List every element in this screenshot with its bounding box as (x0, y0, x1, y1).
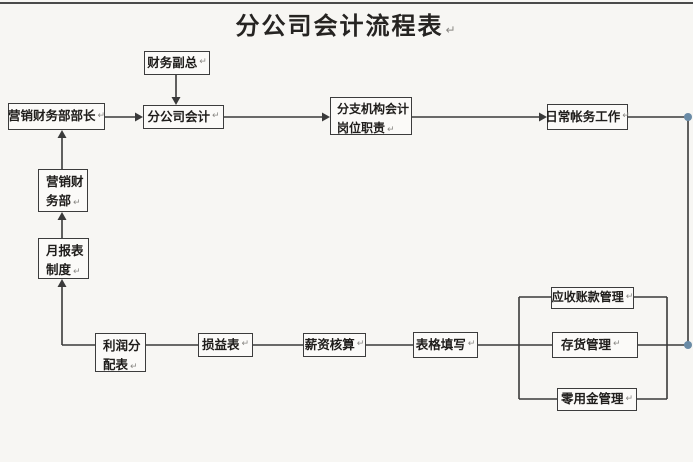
paragraph-mark: ↵ (97, 110, 106, 121)
node-form-filling: 表格填写↵ (413, 332, 478, 358)
node-marketing-finance-dept: 营销财务部↵ (38, 169, 88, 212)
paragraph-mark: ↵ (199, 57, 207, 68)
paragraph-mark: ↵ (356, 339, 365, 350)
paragraph-mark: ↵ (73, 267, 81, 278)
node-branch-accounting-job-duties: 分支机构会计岗位职责↵ (330, 97, 412, 135)
paragraph-mark: ↵ (130, 362, 138, 373)
flow-lines (61, 74, 689, 400)
connection-handle-dots (684, 113, 692, 349)
node-income-statement: 损益表↵ (198, 333, 253, 357)
node-inventory-mgmt: 存货管理↵ (552, 332, 638, 358)
node-monthly-report-system: 月报表制度↵ (38, 238, 89, 279)
paragraph-mark: ↵ (625, 393, 634, 404)
node-daily-bookkeeping: 日常帐务工作↵ (545, 104, 630, 130)
connection-handle-bottom (684, 341, 692, 349)
paragraph-mark: ↵ (625, 292, 634, 303)
node-finance-vp: 财务副总↵ (144, 51, 210, 75)
paragraph-mark: ↵ (241, 339, 250, 350)
paragraph-mark: ↵ (622, 111, 630, 122)
node-branch-accountant: 分公司会计↵ (143, 105, 224, 129)
paragraph-mark: ↵ (445, 23, 458, 37)
node-marketing-finance-dept-head: 营销财务部部长↵ (8, 103, 105, 130)
paragraph-mark: ↵ (467, 339, 476, 350)
node-petty-cash-mgmt: 零用金管理↵ (557, 388, 637, 411)
node-profit-distribution-statement: 利润分配表↵ (95, 333, 146, 372)
page-title-text: 分公司会计流程表 (235, 12, 444, 40)
top-border-rule (0, 2, 693, 4)
paragraph-mark: ↵ (387, 124, 395, 135)
paragraph-mark: ↵ (73, 198, 81, 209)
connection-handle-top (684, 113, 692, 121)
node-payroll-accounting: 薪资核算↵ (303, 333, 366, 357)
paragraph-mark: ↵ (211, 111, 220, 122)
node-accounts-receivable-mgmt: 应收账款管理↵ (551, 287, 634, 309)
page-title: 分公司会计流程表↵ (0, 6, 693, 41)
paragraph-mark: ↵ (613, 339, 621, 350)
arrowheads (57, 97, 547, 287)
